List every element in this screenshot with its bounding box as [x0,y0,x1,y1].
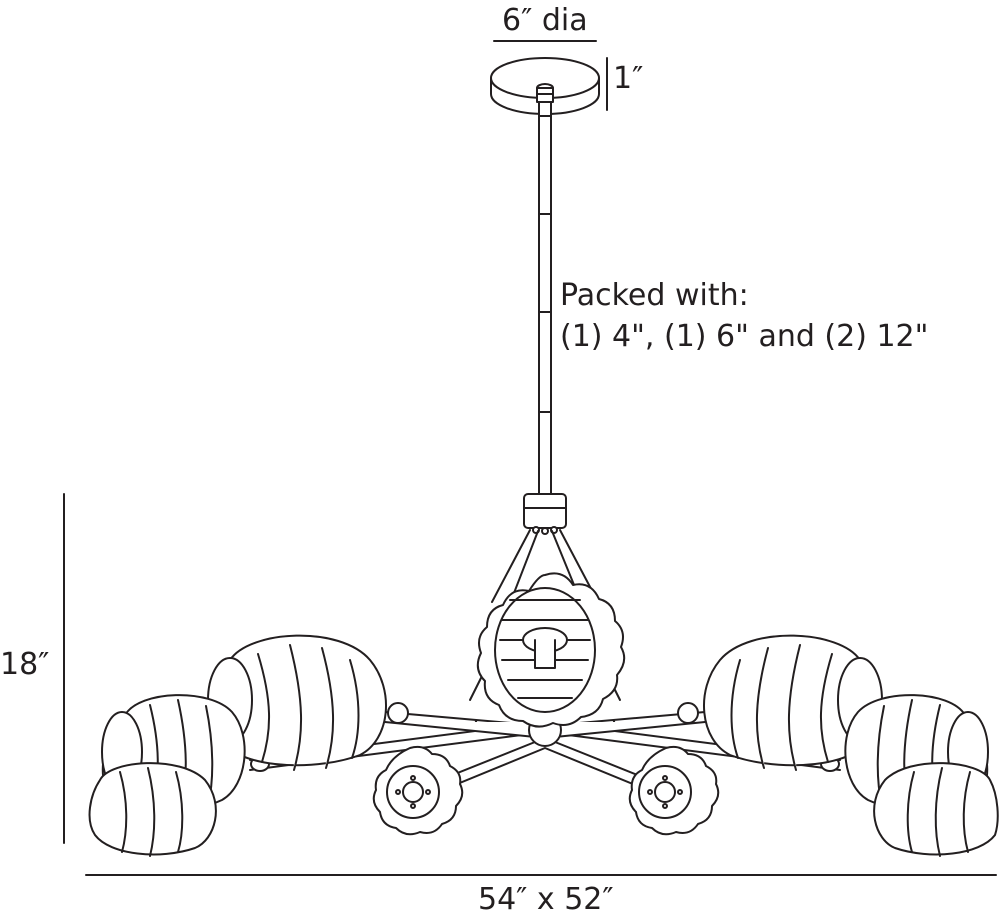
packing-note-line2: (1) 4", (1) 6" and (2) 12" [560,319,929,354]
packing-note-line1: Packed with: [560,278,749,313]
ceiling-canopy [491,58,599,114]
downrod [539,102,551,494]
center-flower-shade [478,573,624,726]
canopy-diameter-label: 6″ dia [502,3,588,38]
right-lower-shade [874,763,998,856]
fixture-width-label: 54″ x 52″ [478,882,614,917]
canopy-height-label: 1″ [613,61,644,96]
right-small-flower-shade [630,747,719,834]
hub-collar [524,494,566,534]
left-small-flower-shade [374,747,463,834]
fixture-height-label: 18″ [0,647,50,682]
left-lower-shade [90,763,216,856]
